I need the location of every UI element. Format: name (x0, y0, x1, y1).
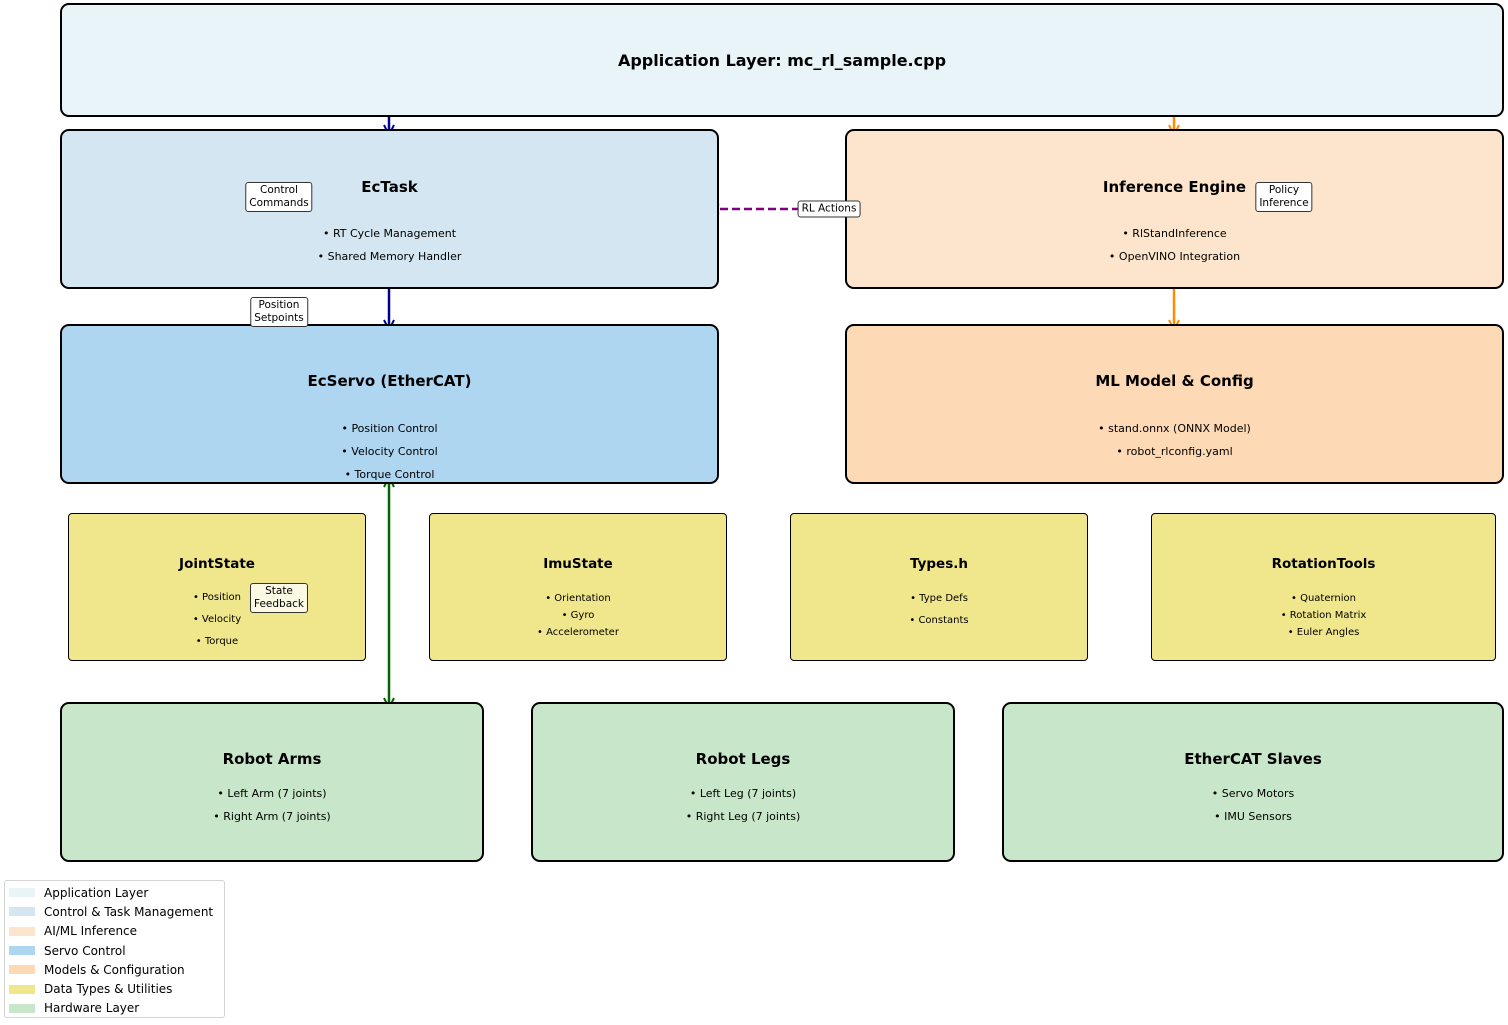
imustate-title: ImuState (543, 556, 613, 572)
robot-arms-items: • Left Arm (7 joints) • Right Arm (7 joi… (62, 782, 482, 828)
inference-engine-items: • RlStandInference • OpenVINO Integratio… (847, 222, 1502, 268)
robot-legs-item: • Right Leg (7 joints) (685, 810, 801, 823)
types-h-item: • Constants (909, 615, 969, 626)
legend-swatch (9, 946, 35, 956)
ecservo-title: EcServo (EtherCAT) (307, 372, 472, 390)
legend-item: Control & Task Management (9, 902, 220, 921)
robot-arms-item: • Right Arm (7 joints) (213, 810, 331, 823)
rl-actions-label: RL Actions (797, 200, 861, 218)
robot-legs-title: Robot Legs (695, 750, 791, 768)
robot-arms-item: • Left Arm (7 joints) (217, 787, 327, 800)
inference-engine-box: Inference Engine • RlStandInference • Op… (845, 129, 1504, 289)
inference-engine-title: Inference Engine (1102, 178, 1247, 196)
legend-item: Hardware Layer (9, 999, 220, 1018)
inference-engine-item: • OpenVINO Integration (1108, 250, 1241, 263)
legend: Application Layer Control & Task Managem… (4, 880, 225, 1018)
inference-engine-item: • RlStandInference (1122, 227, 1227, 240)
ecservo-item: • Torque Control (344, 468, 435, 481)
types-h-box: Types.h • Type Defs • Constants (790, 513, 1088, 661)
ml-model-config-box: ML Model & Config • stand.onnx (ONNX Mod… (845, 324, 1504, 484)
rotationtools-item: • Quaternion (1291, 593, 1356, 604)
application-layer-title: Application Layer: mc_rl_sample.cpp (617, 51, 947, 70)
rotationtools-items: • Quaternion • Rotation Matrix • Euler A… (1152, 590, 1495, 641)
types-h-item: • Type Defs (910, 593, 968, 604)
rotationtools-title: RotationTools (1271, 556, 1376, 572)
jointstate-item: • Velocity (192, 614, 242, 625)
imustate-item: • Orientation (545, 593, 611, 604)
ethercat-slaves-title: EtherCAT Slaves (1184, 750, 1322, 768)
ecservo-box: EcServo (EtherCAT) • Position Control • … (60, 324, 719, 484)
legend-swatch (9, 926, 35, 936)
legend-item: AI/ML Inference (9, 922, 220, 941)
jointstate-item: • Position (192, 592, 241, 603)
legend-swatch (9, 984, 35, 994)
robot-legs-item: • Left Leg (7 joints) (689, 787, 797, 800)
ecservo-item: • Velocity Control (341, 445, 438, 458)
ml-model-config-item: • stand.onnx (ONNX Model) (1098, 422, 1251, 435)
ecservo-item: • Position Control (341, 422, 438, 435)
robot-arms-title: Robot Arms (222, 750, 322, 768)
ml-model-config-item: • robot_rlconfig.yaml (1116, 445, 1233, 458)
ethercat-slaves-item: • IMU Sensors (1214, 810, 1292, 823)
ethercat-slaves-box: EtherCAT Slaves • Servo Motors • IMU Sen… (1002, 702, 1504, 862)
ectask-box: EcTask • RT Cycle Management • Shared Me… (60, 129, 719, 289)
jointstate-box: JointState • Position • Velocity • Torqu… (68, 513, 366, 661)
ectask-item: • RT Cycle Management (322, 227, 457, 240)
ml-model-config-items: • stand.onnx (ONNX Model) • robot_rlconf… (847, 417, 1502, 463)
legend-swatch (9, 888, 35, 898)
ectask-title: EcTask (361, 178, 418, 196)
legend-swatch (9, 907, 35, 917)
imustate-item: • Accelerometer (537, 627, 619, 638)
ethercat-slaves-item: • Servo Motors (1211, 787, 1295, 800)
rotationtools-item: • Rotation Matrix (1280, 610, 1367, 621)
ml-model-config-title: ML Model & Config (1095, 372, 1254, 390)
imustate-item: • Gyro (561, 610, 595, 621)
legend-item: Servo Control (9, 941, 220, 960)
robot-legs-items: • Left Leg (7 joints) • Right Leg (7 joi… (533, 782, 953, 828)
rotationtools-item: • Euler Angles (1287, 627, 1360, 638)
imustate-items: • Orientation • Gyro • Accelerometer (430, 590, 726, 641)
ethercat-slaves-items: • Servo Motors • IMU Sensors (1004, 782, 1502, 828)
legend-item: Data Types & Utilities (9, 979, 220, 998)
types-h-items: • Type Defs • Constants (791, 588, 1087, 632)
ectask-item: • Shared Memory Handler (317, 250, 462, 263)
legend-swatch (9, 1003, 35, 1013)
legend-swatch (9, 965, 35, 975)
ectask-items: • RT Cycle Management • Shared Memory Ha… (62, 222, 717, 268)
robot-legs-box: Robot Legs • Left Leg (7 joints) • Right… (531, 702, 955, 862)
jointstate-item: • Torque (195, 636, 239, 647)
legend-item: Models & Configuration (9, 960, 220, 979)
ecservo-items: • Position Control • Velocity Control • … (62, 417, 717, 486)
imustate-box: ImuState • Orientation • Gyro • Accelero… (429, 513, 727, 661)
jointstate-title: JointState (179, 556, 255, 572)
jointstate-items: • Position • Velocity • Torque (69, 587, 365, 653)
legend-item: Application Layer (9, 883, 220, 902)
application-layer-box: Application Layer: mc_rl_sample.cpp (60, 3, 1504, 117)
types-h-title: Types.h (909, 556, 968, 572)
rotationtools-box: RotationTools • Quaternion • Rotation Ma… (1151, 513, 1496, 661)
robot-arms-box: Robot Arms • Left Arm (7 joints) • Right… (60, 702, 484, 862)
